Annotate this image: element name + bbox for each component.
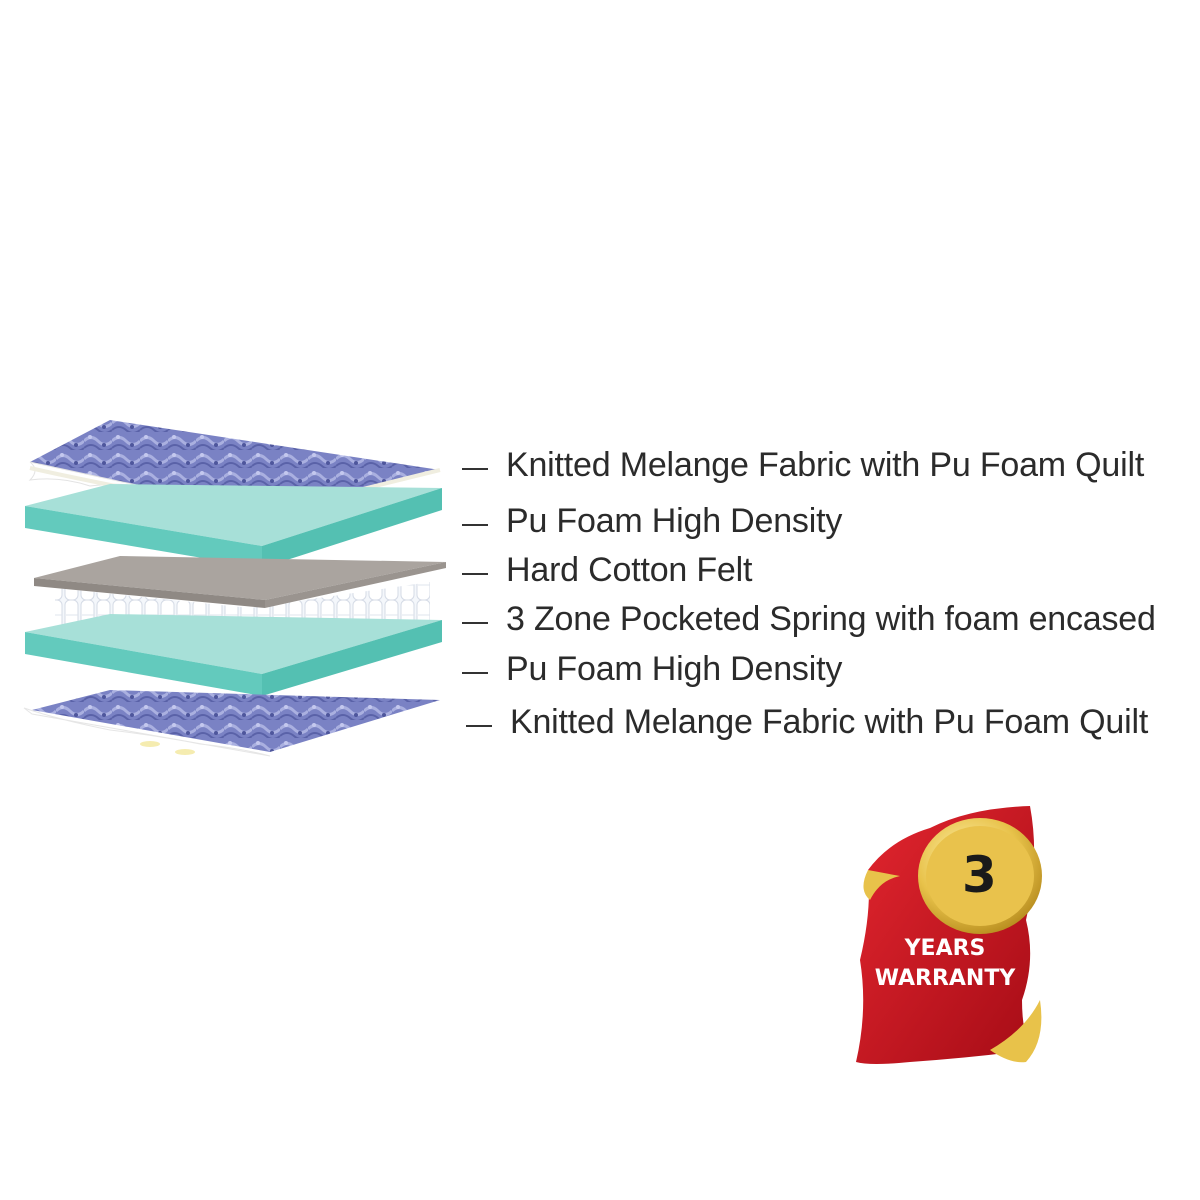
layer-label-bottom-fabric: Knitted Melange Fabric with Pu Foam Quil… (466, 703, 1148, 742)
warranty-years-label: YEARS (904, 936, 986, 961)
leader-line (462, 573, 488, 575)
leader-line (466, 725, 492, 727)
leader-line (462, 622, 488, 624)
layer-label-top-foam: Pu Foam High Density (462, 502, 842, 541)
layer-top-foam (25, 484, 442, 568)
layer-label-text: Pu Foam High Density (506, 502, 843, 540)
layer-label-felt: Hard Cotton Felt (462, 551, 752, 590)
layer-label-bottom-foam: Pu Foam High Density (462, 650, 842, 689)
layer-label-text: Knitted Melange Fabric with Pu Foam Quil… (506, 446, 1145, 484)
warranty-years-number: 3 (962, 846, 997, 904)
layer-label-text: 3 Zone Pocketed Spring with foam encased (506, 600, 1156, 638)
layer-bottom-foam (25, 614, 442, 696)
layer-bottom-fabric (23, 690, 440, 757)
layer-label-text: Pu Foam High Density (506, 650, 843, 688)
layer-label-text: Knitted Melange Fabric with Pu Foam Quil… (510, 703, 1149, 741)
mattress-layers-illustration (23, 420, 446, 757)
layer-label-spring: 3 Zone Pocketed Spring with foam encased (462, 600, 1156, 639)
warranty-label: WARRANTY (874, 966, 1016, 991)
leader-line (462, 672, 488, 674)
layer-label-text: Hard Cotton Felt (506, 551, 753, 589)
leader-line (462, 468, 488, 470)
layer-label-top-fabric: Knitted Melange Fabric with Pu Foam Quil… (462, 446, 1144, 485)
leader-line (462, 524, 488, 526)
layer-felt (34, 556, 446, 608)
warranty-badge-icon (856, 806, 1042, 1064)
